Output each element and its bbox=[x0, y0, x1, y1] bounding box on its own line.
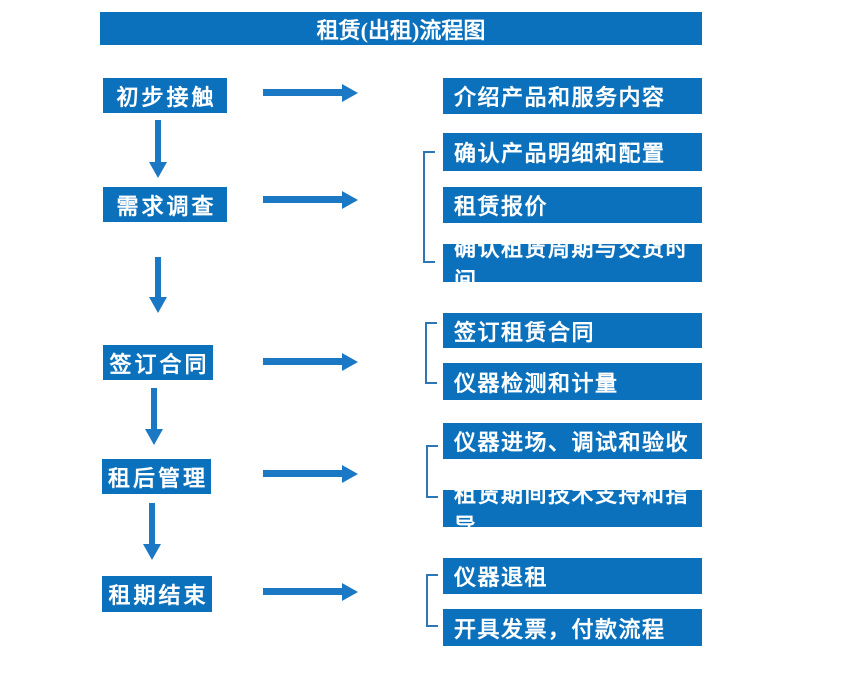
arrow-right-icon bbox=[263, 353, 358, 371]
detail-box-confirm-product-config: 确认产品明细和配置 bbox=[443, 133, 702, 171]
group-bracket-post-rental bbox=[426, 445, 438, 498]
stage-box-rental-end: 租期结束 bbox=[102, 576, 212, 612]
detail-box-technical-support: 租赁期间技术支持和指导 bbox=[443, 482, 702, 539]
detail-box-introduce-products: 介绍产品和服务内容 bbox=[443, 78, 702, 114]
arrow-head bbox=[342, 191, 358, 209]
arrow-shaft bbox=[263, 89, 342, 96]
group-bracket-demand-survey bbox=[423, 151, 435, 263]
arrow-down-icon bbox=[143, 503, 161, 560]
arrow-down-icon bbox=[149, 120, 167, 178]
stage-box-post-rental-management: 租后管理 bbox=[102, 459, 211, 494]
arrow-shaft bbox=[155, 257, 161, 297]
flowchart-title: 租赁(出租)流程图 bbox=[100, 12, 702, 45]
arrow-head bbox=[143, 544, 161, 560]
stage-box-initial-contact: 初步接触 bbox=[103, 78, 227, 113]
arrow-shaft bbox=[263, 196, 342, 203]
arrow-head bbox=[149, 297, 167, 313]
arrow-shaft bbox=[151, 388, 157, 429]
detail-box-invoice-payment: 开具发票，付款流程 bbox=[443, 609, 702, 646]
detail-box-rental-quotation: 租赁报价 bbox=[443, 187, 702, 223]
detail-box-confirm-period-delivery: 确认租赁周期与交货时间 bbox=[443, 236, 702, 293]
stage-box-demand-survey: 需求调查 bbox=[103, 187, 227, 222]
arrow-head bbox=[145, 429, 163, 445]
arrow-right-icon bbox=[263, 191, 358, 209]
arrow-head bbox=[342, 465, 358, 483]
group-bracket-sign-contract bbox=[425, 322, 437, 384]
detail-box-instrument-entry-acceptance: 仪器进场、调试和验收 bbox=[443, 423, 702, 459]
arrow-shaft bbox=[263, 588, 342, 595]
arrow-down-icon bbox=[149, 257, 167, 313]
detail-box-instrument-return: 仪器退租 bbox=[443, 558, 702, 594]
arrow-right-icon bbox=[263, 465, 358, 483]
arrow-right-icon bbox=[263, 84, 358, 102]
arrow-shaft bbox=[149, 503, 155, 544]
arrow-shaft bbox=[263, 358, 342, 365]
arrow-down-icon bbox=[145, 388, 163, 445]
group-bracket-rental-end bbox=[426, 574, 438, 627]
arrow-shaft bbox=[263, 470, 342, 477]
arrow-head bbox=[342, 84, 358, 102]
arrow-head bbox=[342, 583, 358, 601]
stage-box-sign-contract: 签订合同 bbox=[103, 345, 213, 380]
arrow-shaft bbox=[155, 120, 161, 162]
arrow-head bbox=[149, 162, 167, 178]
detail-box-sign-rental-contract: 签订租赁合同 bbox=[443, 313, 702, 348]
detail-box-instrument-testing: 仪器检测和计量 bbox=[443, 363, 702, 400]
arrow-right-icon bbox=[263, 583, 358, 601]
arrow-head bbox=[342, 353, 358, 371]
